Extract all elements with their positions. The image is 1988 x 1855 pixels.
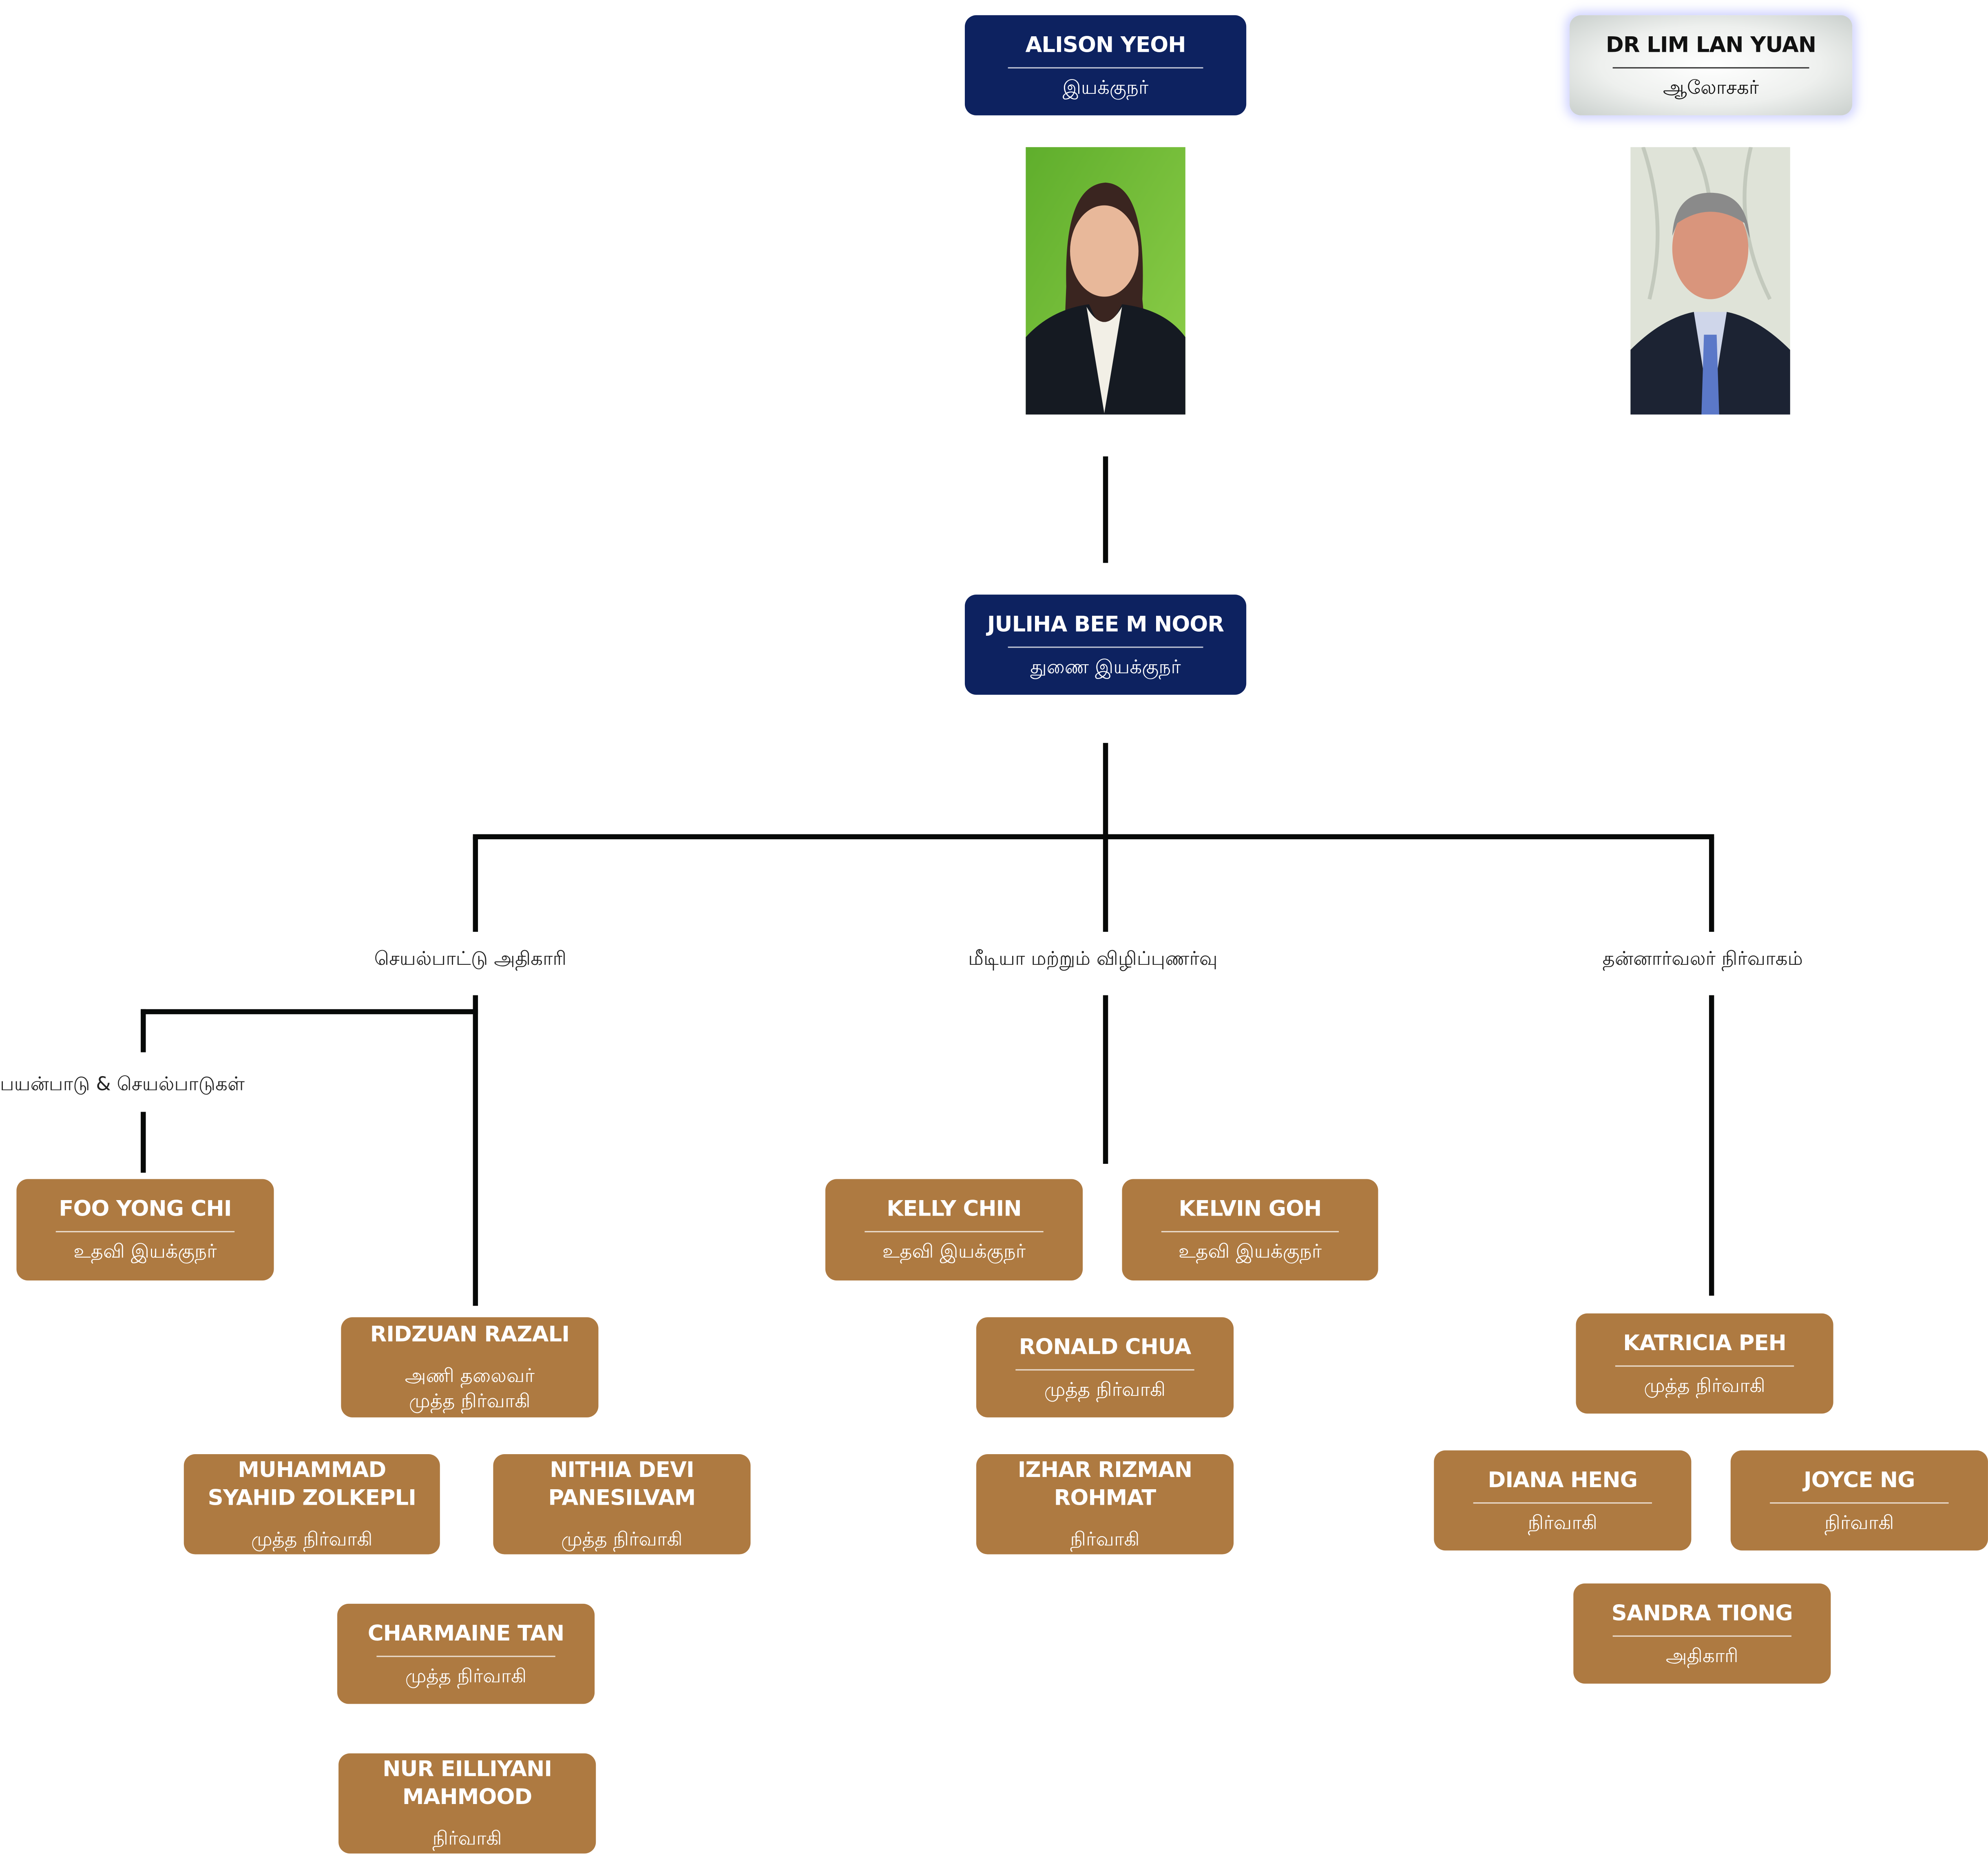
- node-name: NITHIA DEVI PANESILVAM: [548, 1458, 696, 1511]
- org-node-nur-eilliyani-mahmood: NUR EILLIYANI MAHMOOD நிர்வாகி: [338, 1753, 596, 1854]
- department-label: தன்னார்வலர் நிர்வாகம்: [1602, 947, 1803, 970]
- photo-alison-yeoh: [1026, 147, 1185, 415]
- org-node-foo-yong-chi: FOO YONG CHI உதவி இயக்குநர்: [16, 1179, 274, 1281]
- org-node-ridzuan-razali: RIDZUAN RAZALI அணி தலைவர் முத்த நிர்வாகி: [341, 1317, 599, 1417]
- org-node-kelvin-goh: KELVIN GOH உதவி இயக்குநர்: [1122, 1179, 1378, 1281]
- node-divider: [1770, 1501, 1948, 1503]
- photo-dr-lim-lan-yuan: [1630, 147, 1790, 415]
- org-node-nithia-devi-panesilvam: NITHIA DEVI PANESILVAM முத்த நிர்வாகி: [493, 1454, 751, 1554]
- connector-line: [1103, 836, 1108, 932]
- department-label: மீடியா மற்றும் விழிப்புணர்வு: [968, 947, 1218, 970]
- org-node-izhar-rizman-rohmat: IZHAR RIZMAN ROHMAT நிர்வாகி: [976, 1454, 1234, 1554]
- node-name: DIANA HENG: [1488, 1467, 1638, 1493]
- node-role: நிர்வாகி: [1528, 1510, 1597, 1534]
- node-divider: [1161, 1231, 1339, 1232]
- node-name: DR LIM LAN YUAN: [1605, 32, 1816, 58]
- org-node-sandra-tiong: SANDRA TIONG அதிகாரி: [1573, 1583, 1831, 1684]
- node-divider: [1612, 66, 1809, 68]
- node-divider: [1007, 66, 1204, 68]
- node-name: SANDRA TIONG: [1611, 1601, 1793, 1626]
- node-name: RONALD CHUA: [1019, 1334, 1192, 1360]
- node-divider: [56, 1231, 234, 1232]
- node-name: KATRICIA PEH: [1623, 1330, 1787, 1356]
- node-role: அணி தலைவர் முத்த நிர்வாகி: [405, 1364, 535, 1413]
- connector-line: [1709, 836, 1714, 932]
- node-name: RIDZUAN RAZALI: [370, 1322, 570, 1348]
- node-role: முத்த நிர்வாகி: [561, 1528, 683, 1551]
- node-role: முத்த நிர்வாகி: [1044, 1377, 1166, 1400]
- org-node-juliha-bee-m-noor: JULIHA BEE M NOOR துணை இயக்குநர்: [964, 595, 1247, 695]
- node-role: துணை இயக்குநர்: [1030, 654, 1181, 678]
- node-divider: [1616, 1364, 1794, 1366]
- node-role: ஆலோசகர்: [1663, 75, 1759, 98]
- node-name: CHARMAINE TAN: [367, 1621, 564, 1647]
- node-name: ALISON YEOH: [1025, 32, 1186, 58]
- org-node-alison-yeoh: ALISON YEOH இயக்குநர்: [964, 15, 1247, 115]
- department-label: செயல்பாட்டு அதிகாரி: [374, 947, 567, 970]
- node-role: நிர்வாகி: [1070, 1528, 1140, 1551]
- node-role: முத்த நிர்வாகி: [251, 1528, 373, 1551]
- node-role: இயக்குநர்: [1062, 75, 1149, 98]
- org-node-diana-heng: DIANA HENG நிர்வாகி: [1434, 1450, 1692, 1551]
- connector-line: [473, 834, 1714, 840]
- connector-line: [473, 995, 478, 1306]
- node-name: MUHAMMAD SYAHID ZOLKEPLI: [208, 1458, 416, 1511]
- org-node-ronald-chua: RONALD CHUA முத்த நிர்வாகி: [976, 1317, 1234, 1417]
- node-divider: [377, 1655, 555, 1656]
- org-node-joyce-ng: JOYCE NG நிர்வாகி: [1730, 1450, 1988, 1551]
- node-name: FOO YONG CHI: [59, 1196, 232, 1223]
- node-role: முத்த நிர்வாகி: [1644, 1373, 1765, 1397]
- node-name: IZHAR RIZMAN ROHMAT: [1017, 1458, 1192, 1511]
- connector-line: [141, 1009, 146, 1052]
- connector-line: [141, 1009, 478, 1015]
- node-name: JOYCE NG: [1804, 1467, 1915, 1493]
- org-node-katricia-peh: KATRICIA PEH முத்த நிர்வாகி: [1576, 1313, 1833, 1414]
- node-role: நிர்வாகி: [1824, 1510, 1894, 1534]
- node-role: அதிகாரி: [1665, 1643, 1738, 1667]
- node-name: NUR EILLIYANI MAHMOOD: [383, 1757, 552, 1811]
- node-name: JULIHA BEE M NOOR: [987, 612, 1224, 637]
- department-label: பயன்பாடு & செயல்பாடுகள்: [0, 1072, 245, 1096]
- node-role: உதவி இயக்குநர்: [1178, 1240, 1322, 1263]
- org-node-muhammad-syahid-zolkepli: MUHAMMAD SYAHID ZOLKEPLI முத்த நிர்வாகி: [184, 1454, 440, 1554]
- node-divider: [1007, 646, 1204, 648]
- org-node-kelly-chin: KELLY CHIN உதவி இயக்குநர்: [825, 1179, 1083, 1281]
- node-divider: [1613, 1635, 1791, 1636]
- connector-line: [1103, 743, 1108, 837]
- connector-line: [1103, 456, 1108, 563]
- connector-line: [141, 1112, 146, 1173]
- node-role: உதவி இயக்குநர்: [882, 1240, 1026, 1263]
- connector-line: [473, 836, 478, 932]
- org-node-dr-lim-lan-yuan: DR LIM LAN YUAN ஆலோசகர்: [1569, 15, 1853, 115]
- node-divider: [865, 1231, 1043, 1232]
- node-divider: [1473, 1501, 1652, 1503]
- node-divider: [1016, 1369, 1194, 1370]
- node-role: நிர்வாகி: [432, 1827, 502, 1850]
- node-name: KELVIN GOH: [1179, 1196, 1322, 1223]
- org-node-charmaine-tan: CHARMAINE TAN முத்த நிர்வாகி: [337, 1603, 595, 1704]
- node-name: KELLY CHIN: [887, 1196, 1022, 1223]
- node-role: உதவி இயக்குநர்: [73, 1240, 217, 1263]
- node-role: முத்த நிர்வாகி: [405, 1664, 527, 1687]
- connector-line: [1709, 995, 1714, 1296]
- connector-line: [1103, 995, 1108, 1164]
